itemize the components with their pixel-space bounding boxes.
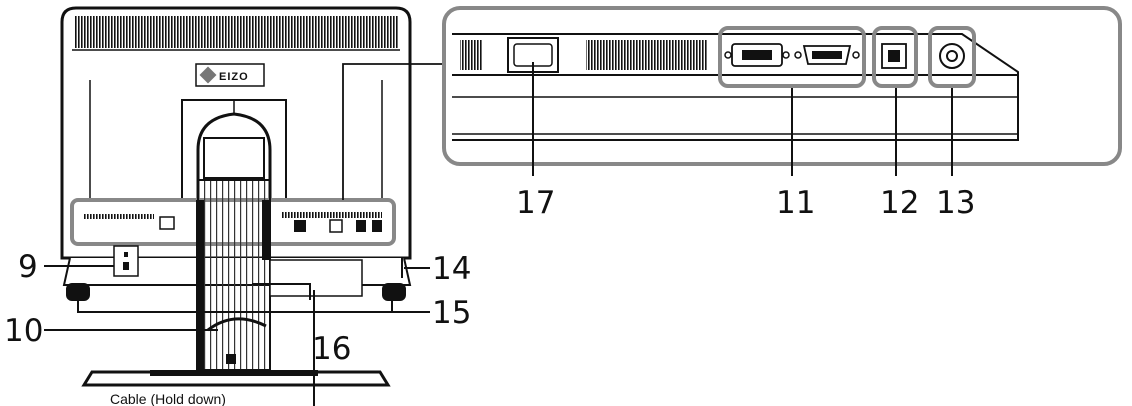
- highlight-12: [872, 26, 918, 88]
- callout-12: 12: [880, 185, 919, 221]
- panel-vent: [282, 212, 382, 218]
- security-lock-slot: [113, 245, 139, 277]
- callout-13: 13: [936, 185, 975, 221]
- connector-detail-panel: [442, 6, 1122, 166]
- highlight-13: [928, 26, 976, 88]
- right-foot: [382, 283, 406, 301]
- small-dvi-connector-icon: [294, 220, 306, 232]
- logo-text: EIZO: [219, 71, 249, 83]
- callout-10: 10: [4, 313, 43, 349]
- cable-holder: [207, 317, 267, 332]
- side-vent: [84, 214, 154, 219]
- callout-11: 11: [776, 185, 815, 221]
- brand-logo: EIZO: [195, 63, 265, 87]
- highlight-11: [718, 26, 866, 88]
- left-foot: [66, 283, 90, 301]
- leader-15: [77, 297, 430, 313]
- detail-leader-line: [342, 63, 442, 200]
- stand-base: [81, 370, 391, 387]
- small-usb-connector-icon: [329, 219, 343, 233]
- cable-hold-caption: Cable (Hold down): [110, 391, 226, 406]
- leader-lines: [44, 62, 953, 406]
- small-usb-symbol-icon: [356, 220, 366, 232]
- small-audio-symbol-icon: [372, 220, 382, 232]
- detail-vent-left: [460, 40, 482, 70]
- callout-15: 15: [432, 295, 471, 331]
- callout-9: 9: [18, 249, 38, 285]
- logo-diamond-icon: [199, 66, 217, 84]
- small-power-connector-icon: [159, 216, 175, 230]
- top-vent-grille: [74, 16, 398, 48]
- callout-17: 17: [516, 185, 555, 221]
- callout-14: 14: [432, 251, 471, 287]
- leader-16: [252, 283, 311, 300]
- dvi-and-dsub-connectors: [724, 43, 860, 67]
- detail-vent-center: [586, 40, 708, 70]
- stand-pole: [196, 179, 363, 371]
- callout-16: 16: [312, 331, 351, 367]
